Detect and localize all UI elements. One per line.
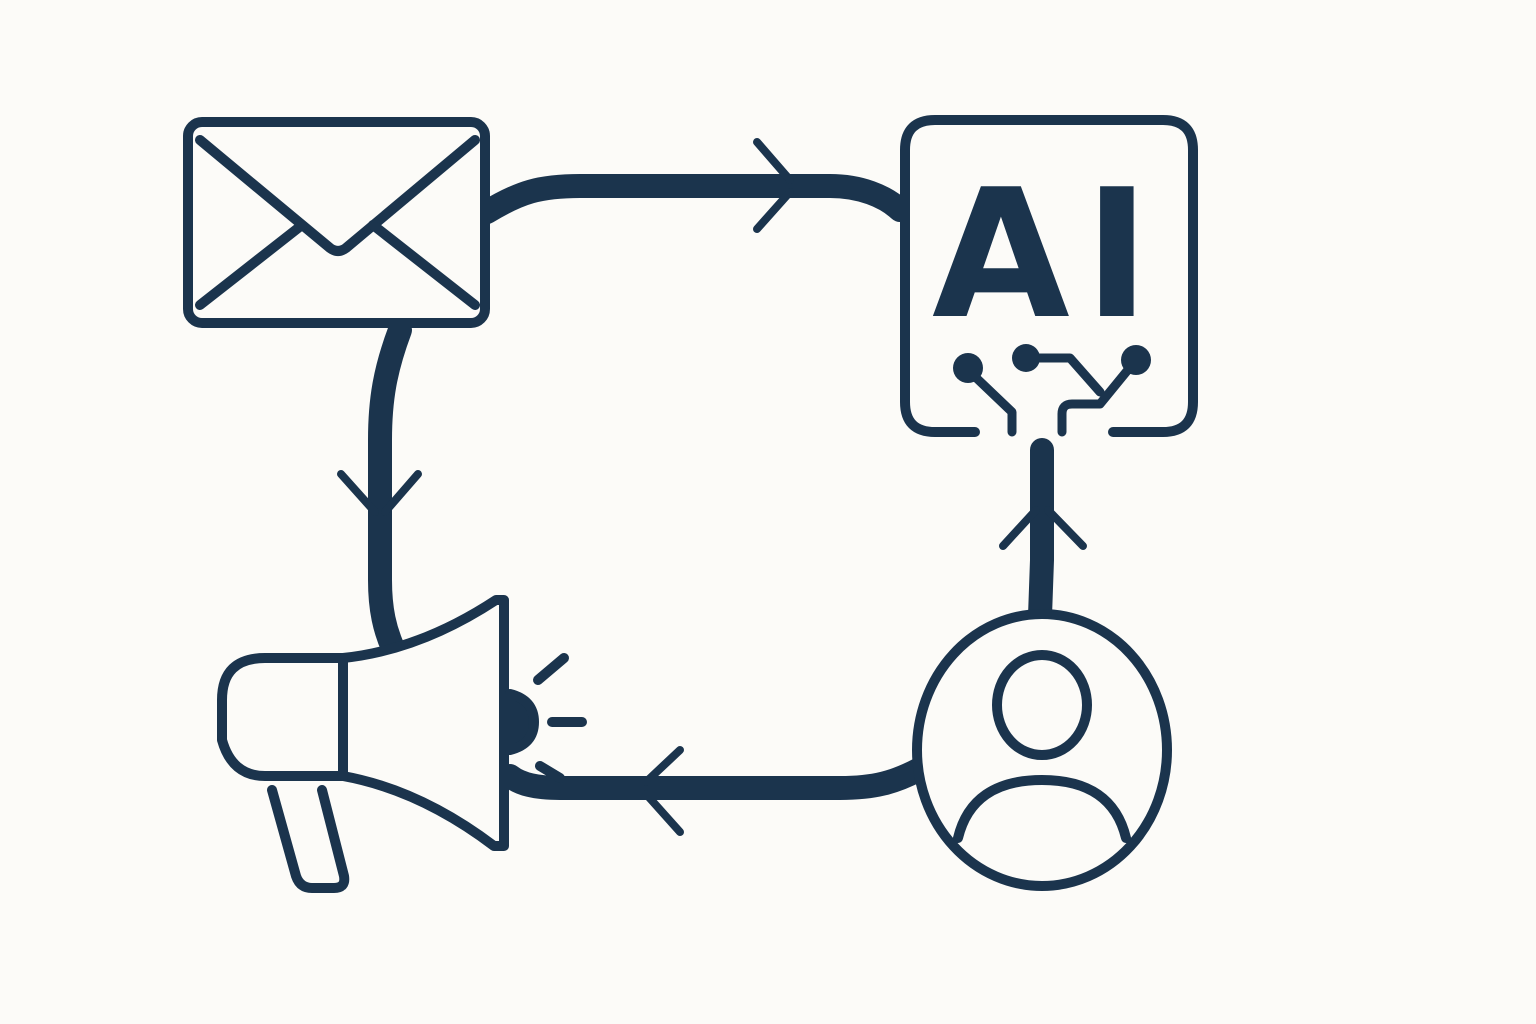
ai-chip-icon: AI (900, 115, 1198, 437)
megaphone-icon (217, 595, 587, 893)
flow-email-to-megaphone (337, 318, 422, 660)
flow-email-to-ai (475, 138, 912, 233)
flow-user-to-megaphone (498, 746, 930, 836)
envelope-icon (183, 117, 490, 328)
ai-label: AI (932, 151, 1164, 358)
circuit-lines (963, 353, 1141, 437)
flow-user-to-ai (999, 438, 1087, 628)
circuit-nodes (953, 344, 1151, 383)
user-avatar-icon (912, 609, 1172, 891)
